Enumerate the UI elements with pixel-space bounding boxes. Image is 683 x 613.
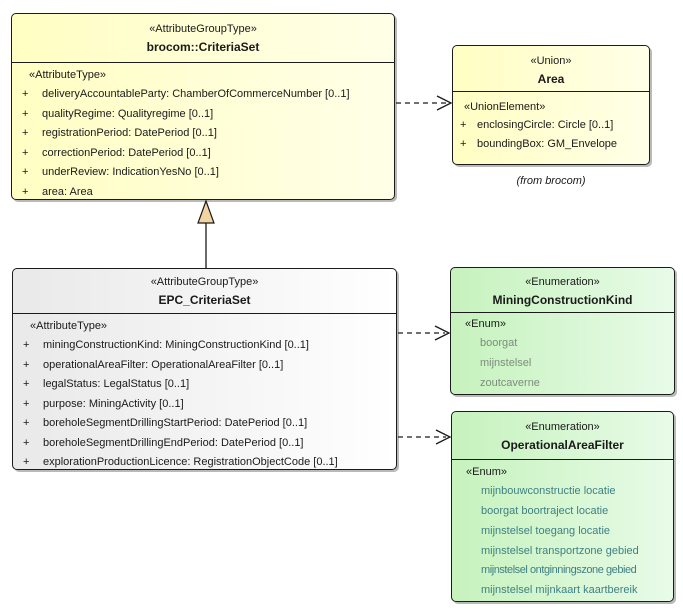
- class-stereotype: «Enumeration»: [525, 421, 600, 433]
- attribute-text: boreholeSegmentDrillingStartPeriod: Date…: [43, 417, 308, 429]
- enum-literal: mijnstelsel transportzone gebied: [481, 544, 639, 557]
- class-box-operationalareafilter[interactable]: «Enumeration» OperationalAreaFilter «Enu…: [451, 411, 674, 602]
- visibility-marker: +: [22, 127, 29, 139]
- class-box-miningconstructionkind[interactable]: «Enumeration» MiningConstructionKind «En…: [450, 267, 675, 395]
- visibility-marker: +: [23, 456, 30, 468]
- class-name: EPC_CriteriaSet: [158, 293, 251, 307]
- enum-compartment: «Enum» mijnbouwconstructie locatie boorg…: [452, 460, 673, 602]
- attribute-text: boundingBox: GM_Envelope: [477, 137, 618, 150]
- class-stereotype: «AttributeGroupType»: [150, 276, 259, 288]
- visibility-marker: +: [23, 417, 30, 429]
- visibility-marker: +: [460, 119, 467, 131]
- visibility-marker: +: [22, 185, 29, 198]
- compartment-stereotype: «Enum»: [465, 317, 506, 330]
- compartment-stereotype: «UnionElement»: [464, 100, 546, 113]
- dependency-arrow-criteriaset-to-area[interactable]: [396, 95, 453, 111]
- compartment-stereotype: «Enum»: [466, 465, 507, 478]
- attribute-row: + purpose: MiningActivity [0..1]: [13, 395, 396, 415]
- visibility-marker: +: [23, 339, 30, 351]
- attribute-text: correctionPeriod: DatePeriod [0..1]: [42, 146, 211, 159]
- visibility-marker: +: [22, 166, 29, 178]
- attribute-row: + correctionPeriod: DatePeriod [0..1]: [12, 144, 394, 164]
- enum-compartment: «Enum» boorgat mijnstelsel zoutcaverne: [451, 313, 674, 394]
- attribute-text: miningConstructionKind: MiningConstructi…: [43, 339, 309, 351]
- dependency-arrow-epc-to-miningconstructionkind[interactable]: [398, 325, 451, 341]
- class-name: MiningConstructionKind: [492, 293, 633, 307]
- generalization-arrow-epc-to-criteriaset[interactable]: [197, 199, 215, 268]
- class-stereotype: «AttributeGroupType»: [149, 23, 257, 35]
- attribute-row: + area: Area: [12, 183, 394, 203]
- attribute-text: deliveryAccountableParty: ChamberOfComme…: [42, 88, 350, 100]
- class-header: «AttributeGroupType» brocom::CriteriaSet: [12, 14, 394, 63]
- class-box-area[interactable]: «Union» Area «UnionElement» + enclosingC…: [452, 45, 650, 165]
- visibility-marker: +: [23, 436, 30, 449]
- attribute-text: area: Area: [42, 185, 93, 198]
- attribute-row: + boreholeSegmentDrillingStartPeriod: Da…: [13, 414, 396, 434]
- class-name: Area: [537, 72, 565, 86]
- attribute-text: operationalAreaFilter: OperationalAreaFi…: [43, 358, 284, 371]
- attributes-compartment: «UnionElement» + enclosingCircle: Circle…: [453, 92, 649, 154]
- attributes-compartment: «AttributeType» + deliveryAccountablePar…: [12, 63, 394, 203]
- attribute-text: boreholeSegmentDrillingEndPeriod: DatePe…: [43, 436, 304, 449]
- attribute-text: purpose: MiningActivity [0..1]: [43, 397, 184, 410]
- attribute-row: + enclosingCircle: Circle [0..1]: [453, 116, 649, 135]
- attribute-text: registrationPeriod: DatePeriod [0..1]: [42, 127, 217, 139]
- attribute-row: + deliveryAccountableParty: ChamberOfCom…: [12, 85, 394, 105]
- class-header: «Union» Area: [453, 46, 649, 92]
- attribute-row: + boundingBox: GM_Envelope: [453, 135, 649, 154]
- attribute-text: legalStatus: LegalStatus [0..1]: [43, 378, 190, 390]
- enum-literal: boorgat boortraject locatie: [481, 505, 609, 518]
- enum-literal: mijnstelsel: [480, 357, 532, 370]
- class-box-epc-criteriaset[interactable]: «AttributeGroupType» EPC_CriteriaSet «At…: [12, 268, 397, 470]
- class-header: «Enumeration» OperationalAreaFilter: [452, 412, 673, 460]
- attribute-text: underReview: IndicationYesNo [0..1]: [42, 166, 219, 178]
- enum-literal: zoutcaverne: [480, 376, 540, 389]
- visibility-marker: +: [22, 88, 29, 100]
- attribute-text: enclosingCircle: Circle [0..1]: [477, 119, 614, 131]
- visibility-marker: +: [23, 378, 30, 390]
- visibility-marker: +: [22, 146, 29, 159]
- attribute-row: + operationalAreaFilter: OperationalArea…: [13, 356, 396, 376]
- enum-literal: mijnstelsel mijnkaart kaartbereik: [481, 584, 638, 597]
- enum-literal: mijnstelsel ontginningszone gebied: [481, 564, 637, 577]
- dependency-arrow-epc-to-operationalareafilter[interactable]: [398, 429, 452, 445]
- attribute-row: + legalStatus: LegalStatus [0..1]: [13, 375, 396, 395]
- enum-literal: mijnstelsel toegang locatie: [481, 524, 611, 537]
- compartment-stereotype: «AttributeType»: [29, 68, 107, 81]
- attribute-row: + miningConstructionKind: MiningConstruc…: [13, 336, 396, 356]
- attribute-row: + boreholeSegmentDrillingEndPeriod: Date…: [13, 434, 396, 454]
- from-package-note: (from brocom): [516, 175, 586, 187]
- enum-literal: boorgat: [480, 337, 518, 350]
- compartment-stereotype: «AttributeType»: [30, 319, 108, 332]
- visibility-marker: +: [460, 137, 467, 150]
- class-stereotype: «Enumeration»: [525, 276, 600, 288]
- attribute-row: + registrationPeriod: DatePeriod [0..1]: [12, 124, 394, 144]
- attribute-text: explorationProductionLicence: Registrati…: [43, 456, 338, 468]
- class-box-brocom-criteriaset[interactable]: «AttributeGroupType» brocom::CriteriaSet…: [11, 13, 395, 200]
- class-name: brocom::CriteriaSet: [146, 40, 260, 54]
- attributes-compartment: «AttributeType» + miningConstructionKind…: [13, 314, 396, 473]
- class-stereotype: «Union»: [530, 55, 572, 67]
- attribute-row: + explorationProductionLicence: Registra…: [13, 453, 396, 473]
- visibility-marker: +: [23, 358, 30, 371]
- attribute-row: + underReview: IndicationYesNo [0..1]: [12, 163, 394, 183]
- visibility-marker: +: [23, 397, 30, 410]
- attribute-text: qualityRegime: Qualityregime [0..1]: [42, 107, 214, 120]
- visibility-marker: +: [22, 107, 29, 120]
- enum-literal: mijnbouwconstructie locatie: [481, 485, 616, 498]
- class-name: OperationalAreaFilter: [501, 438, 624, 452]
- class-header: «AttributeGroupType» EPC_CriteriaSet: [13, 269, 396, 314]
- class-header: «Enumeration» MiningConstructionKind: [451, 268, 674, 313]
- attribute-row: + qualityRegime: Qualityregime [0..1]: [12, 105, 394, 125]
